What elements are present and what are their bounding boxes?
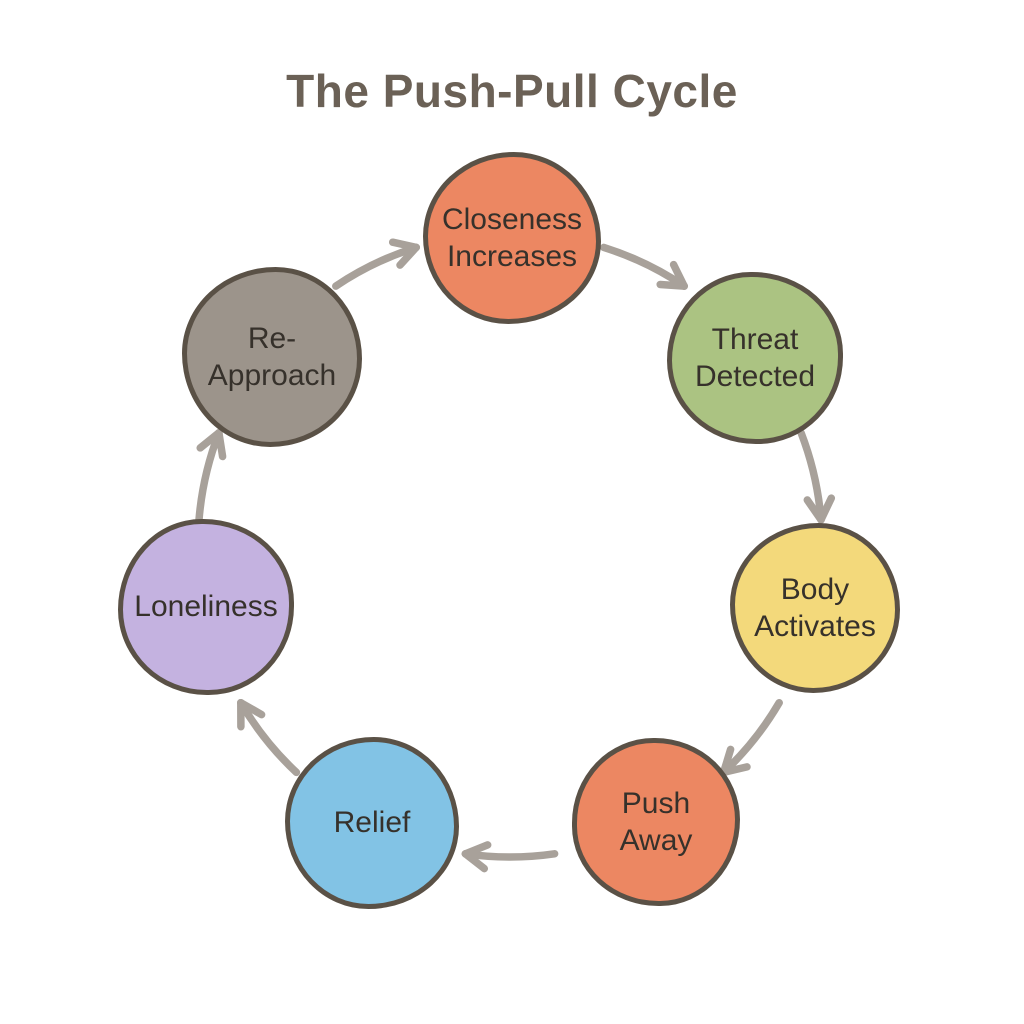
- cycle-node-relief: Relief: [285, 737, 459, 909]
- arrow-re-approach-to-closeness-increases: [332, 238, 420, 290]
- cycle-node-closeness-increases: Closeness Increases: [423, 152, 601, 324]
- cycle-node-label-closeness-increases: Closeness Increases: [441, 202, 583, 274]
- cycle-node-label-threat-detected: Threat Detected: [694, 322, 816, 394]
- cycle-node-label-re-approach: Re- Approach: [207, 321, 337, 393]
- cycle-node-label-body-activates: Body Activates: [754, 572, 876, 644]
- cycle-node-label-push-away: Push Away: [619, 786, 693, 858]
- cycle-node-label-loneliness: Loneliness: [134, 590, 278, 624]
- cycle-node-push-away: Push Away: [572, 738, 740, 906]
- diagram-title: The Push-Pull Cycle: [286, 65, 738, 117]
- arrow-threat-detected-to-body-activates: [797, 429, 836, 524]
- arrow-loneliness-to-re-approach: [195, 429, 227, 524]
- arrow-relief-to-loneliness: [237, 698, 301, 777]
- cycle-node-loneliness: Loneliness: [118, 519, 294, 695]
- cycle-node-label-relief: Relief: [333, 806, 411, 840]
- arrow-closeness-increases-to-threat-detected: [600, 243, 688, 290]
- arrow-push-away-to-relief: [461, 841, 559, 873]
- cycle-node-body-activates: Body Activates: [730, 523, 900, 693]
- arrow-body-activates-to-push-away: [719, 698, 783, 777]
- cycle-node-threat-detected: Threat Detected: [667, 272, 843, 444]
- cycle-node-re-approach: Re- Approach: [182, 267, 362, 447]
